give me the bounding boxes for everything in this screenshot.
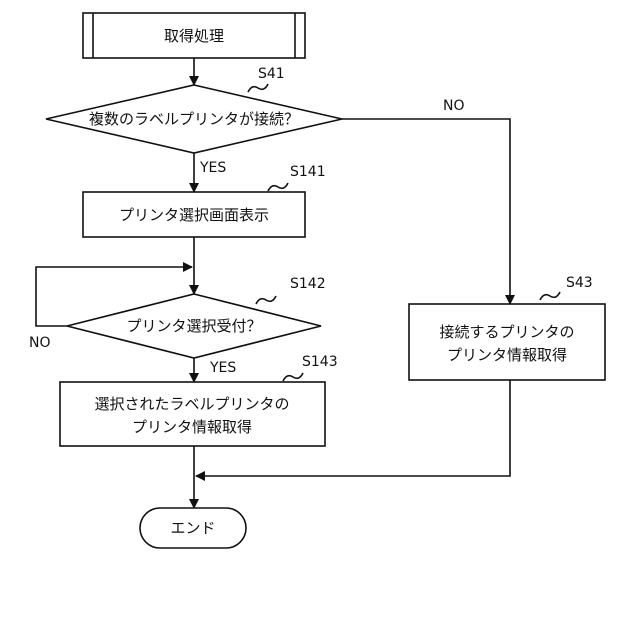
- get-selected-info-box: 選択されたラベルプリンタの プリンタ情報取得: [60, 382, 325, 446]
- branch-s41-yes: YES: [199, 160, 226, 176]
- s41-leader: [248, 84, 268, 92]
- decision-printer-selection-label: プリンタ選択受付？: [126, 317, 261, 335]
- end-terminator: エンド: [140, 508, 246, 548]
- s141-leader: [268, 183, 288, 191]
- select-screen-box: プリンタ選択画面表示: [83, 192, 305, 237]
- step-label-s41: S41: [258, 66, 285, 82]
- end-label: エンド: [170, 519, 215, 537]
- s142-leader: [256, 296, 276, 304]
- decision-multiple-printers-label: 複数のラベルプリンタが接続？: [89, 110, 299, 128]
- step-label-s143: S143: [302, 354, 338, 370]
- get-connected-info-label-2: プリンタ情報取得: [447, 346, 567, 364]
- arrow-s41-no: [342, 119, 510, 304]
- branch-s142-yes: YES: [209, 360, 236, 376]
- branch-s142-no: NO: [29, 335, 51, 351]
- get-selected-info-label-1: 選択されたラベルプリンタの: [94, 395, 289, 413]
- step-label-s43: S43: [566, 275, 593, 291]
- select-screen-label: プリンタ選択画面表示: [119, 206, 269, 224]
- step-label-s141: S141: [290, 164, 326, 180]
- decision-multiple-printers: 複数のラベルプリンタが接続？: [46, 85, 342, 153]
- s43-leader: [540, 292, 560, 300]
- start-label: 取得処理: [164, 27, 224, 45]
- get-connected-info-label-1: 接続するプリンタの: [439, 323, 574, 341]
- decision-printer-selection: プリンタ選択受付？: [67, 294, 321, 358]
- branch-s41-no: NO: [443, 98, 465, 114]
- s143-leader: [283, 373, 303, 381]
- step-label-s142: S142: [290, 276, 326, 292]
- get-selected-info-label-2: プリンタ情報取得: [132, 418, 252, 436]
- start-process-box: 取得処理: [83, 13, 305, 58]
- get-connected-info-box: 接続するプリンタの プリンタ情報取得: [409, 304, 605, 380]
